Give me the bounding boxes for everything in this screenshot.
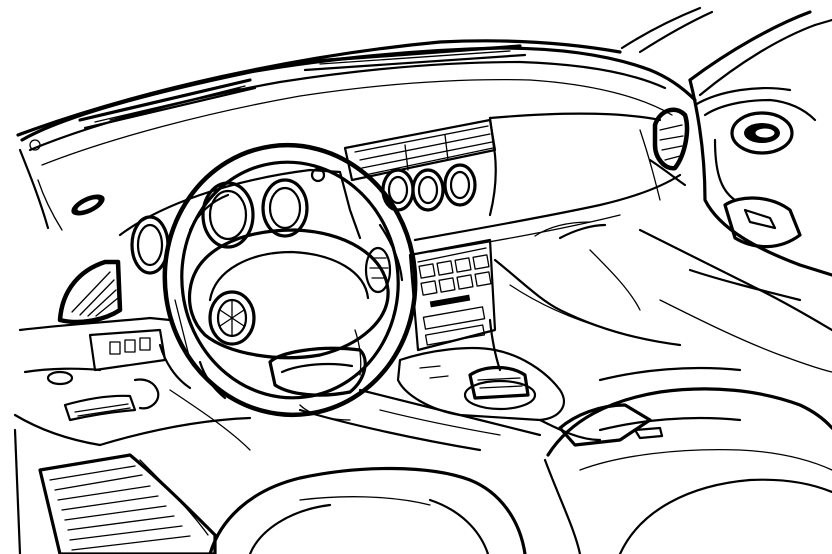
left-lower-dash bbox=[18, 316, 172, 422]
transmission-tunnel bbox=[298, 388, 542, 452]
passenger-footwell bbox=[493, 249, 742, 382]
floor-mat bbox=[13, 389, 252, 554]
gear-shifter-console bbox=[396, 318, 602, 442]
center-gauges bbox=[381, 163, 477, 212]
driver-seat bbox=[208, 466, 527, 554]
climate-controls bbox=[418, 254, 492, 346]
center-stack bbox=[408, 238, 497, 352]
left-vents bbox=[57, 194, 123, 325]
misc-details bbox=[158, 221, 591, 421]
passenger-door bbox=[638, 78, 832, 373]
center-vents bbox=[343, 118, 497, 182]
dashboard-body bbox=[413, 112, 687, 253]
dashboard-top bbox=[18, 44, 697, 231]
passenger-seat bbox=[543, 387, 832, 554]
